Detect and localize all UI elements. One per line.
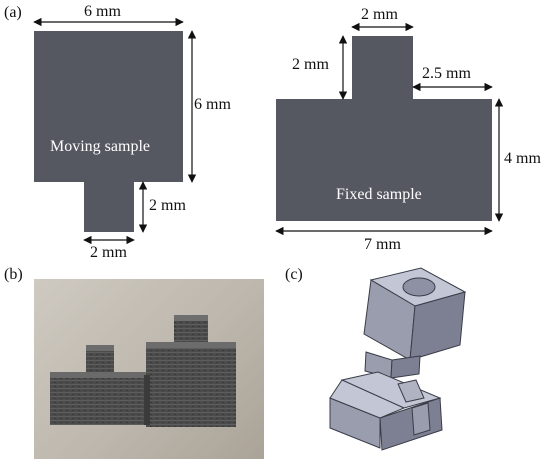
label-fixed-tab-width: 2 mm <box>361 6 398 23</box>
fixed-sample-shape <box>276 36 492 221</box>
label-fixed-width: 7 mm <box>364 236 401 253</box>
sample-photo-drawing <box>50 315 236 427</box>
label-moving-tab-width: 2 mm <box>90 244 127 261</box>
label-moving-tab-height: 2 mm <box>149 197 186 214</box>
sample-photo <box>34 279 264 459</box>
cad-upper-hole <box>402 277 436 297</box>
label-fixed-height: 4 mm <box>504 150 541 167</box>
sample-drawing <box>33 17 504 245</box>
photo-moving-sample <box>50 345 152 425</box>
panel-label-b: (b) <box>4 266 23 283</box>
label-moving-height: 6 mm <box>194 96 231 113</box>
panel-label-c: (c) <box>285 266 303 283</box>
cad-upper-right <box>409 291 466 361</box>
label-moving-sample: Moving sample <box>50 138 150 155</box>
panel-label-a: (a) <box>4 4 22 21</box>
label-moving-width: 6 mm <box>84 3 121 20</box>
label-fixed-tab-height: 2 mm <box>292 56 329 73</box>
label-fixed-offset: 2.5 mm <box>422 65 471 82</box>
label-fixed-sample: Fixed sample <box>336 186 422 203</box>
